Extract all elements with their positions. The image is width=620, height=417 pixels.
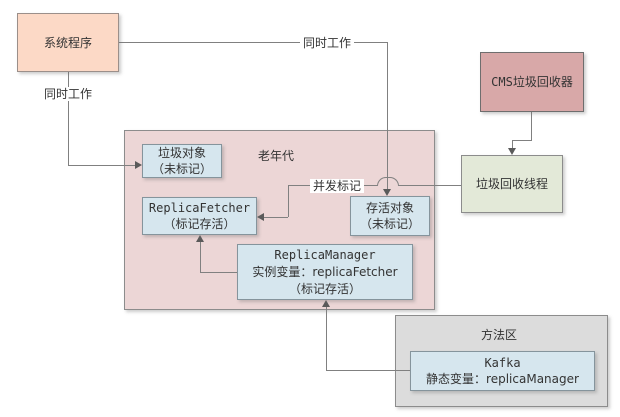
edge-system-to-live-object-h [119,42,387,43]
arrowhead-into-live-object [383,189,391,196]
node-system-program: 系统程序 [17,13,119,72]
edge-system-to-garbage-v [68,72,69,165]
edge-mark-h-left [264,217,288,218]
edge-mark-h-right [399,185,461,186]
garbage-object-line1: 垃圾对象 [157,146,206,160]
node-live-object: 存活对象 （未标记） [350,196,430,236]
node-kafka: Kafka 静态变量：replicaManager [410,351,595,391]
edge-system-to-live-object-v [387,42,388,189]
garbage-object-line2: （未标记） [151,162,212,176]
arrowhead-into-replica-fetcher-right [257,213,264,221]
edge-label-concurrent-mark: 并发标记 [310,179,365,193]
node-gc-thread: 垃圾回收线程 [461,155,563,213]
edge-mark-line-hop [377,177,399,186]
edge-kafka-to-manager-h [326,370,410,371]
edge-system-to-garbage-h [68,165,135,166]
arrowhead-into-garbage-object [135,161,142,169]
edge-manager-to-fetcher-h [200,272,237,273]
replica-manager-line2: 实例变量：replicaFetcher [252,264,398,279]
node-replica-manager: ReplicaManager 实例变量：replicaFetcher （标记存活… [237,244,413,300]
edge-cms-to-thread-v1 [531,112,532,140]
method-area-label: 方法区 [481,328,518,342]
arrowhead-into-replica-fetcher-bottom [196,235,204,242]
old-generation-label: 老年代 [258,149,295,163]
replica-manager-line3: （标记存活） [288,281,361,296]
edge-cms-to-thread-v2 [512,140,513,149]
edge-kafka-to-manager-v [326,307,327,370]
arrowhead-into-replica-manager [322,300,330,307]
system-program-label: 系统程序 [43,35,92,50]
edge-cms-to-thread-h [512,140,532,141]
replica-manager-line1: ReplicaManager [274,247,376,262]
edge-manager-to-fetcher-v [200,242,201,273]
live-object-line2: （未标记） [359,217,420,231]
replica-fetcher-line1: ReplicaFetcher [148,201,251,215]
kafka-line1: Kafka [484,356,521,370]
node-garbage-object: 垃圾对象 （未标记） [142,144,222,178]
kafka-line2: 静态变量：replicaManager [426,372,579,386]
edge-label-work-together-top: 同时工作 [300,36,355,50]
node-replica-fetcher: ReplicaFetcher （标记存活） [142,197,257,235]
live-object-line1: 存活对象 [365,201,414,215]
node-cms-collector: CMS垃圾回收器 [480,52,584,112]
arrowhead-into-gc-thread [508,148,516,155]
edge-mark-v [288,185,289,217]
gc-thread-label: 垃圾回收线程 [475,177,548,191]
replica-fetcher-line2: （标记存活） [163,217,236,231]
edge-label-work-together-left: 同时工作 [41,87,96,101]
cms-collector-label: CMS垃圾回收器 [491,75,573,89]
